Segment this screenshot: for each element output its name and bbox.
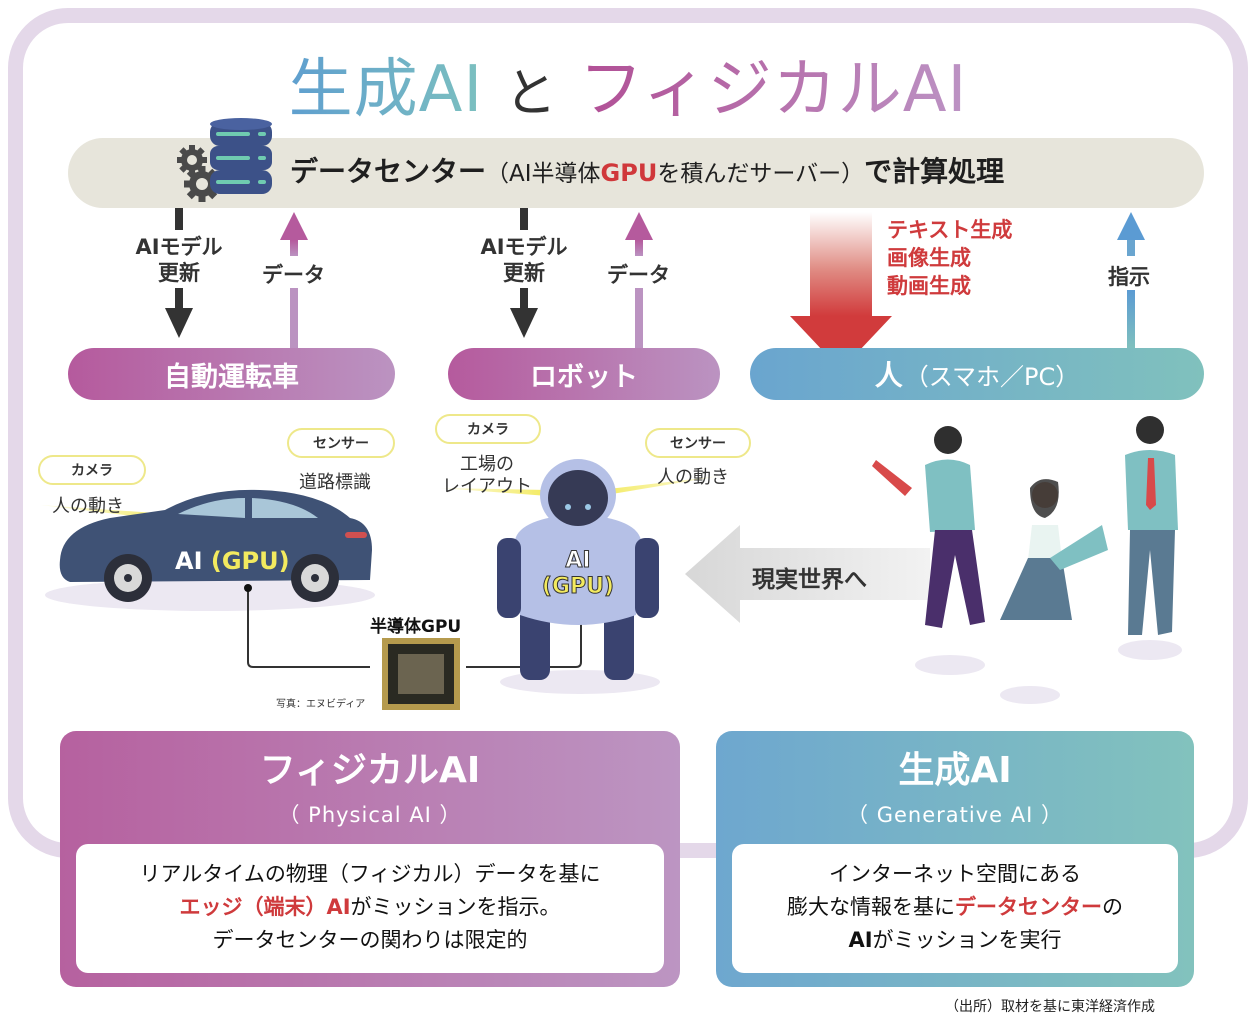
paren-open: （ [486, 161, 510, 187]
label-image-generation: 画像生成 [887, 246, 971, 270]
gpu-label: 半導体GPU [370, 617, 462, 637]
endpoint-autonomous-car: 自動運転車 [68, 348, 395, 400]
description-text: がミッションを実行 [872, 928, 1062, 952]
physical-ai-description: リアルタイムの物理（フィジカル）データを基に エッジ（端末）AIがミッションを指… [76, 844, 664, 973]
datacenter-suffix: で計算処理 [864, 155, 1005, 188]
sensor-beam-robot [600, 476, 720, 496]
datacenter-highlight: データセンター [955, 895, 1102, 919]
label-video-generation: 動画生成 [887, 274, 971, 298]
robot-chip-label: AI (GPU) [538, 548, 618, 600]
gpu-connectors [247, 588, 582, 668]
gpu-chip-icon [382, 638, 460, 710]
generative-ai-card: 生成AI （ Generative AI ） インターネット空間にある 膨大な情… [716, 731, 1194, 987]
robot-illustration [440, 459, 720, 694]
label-text-generation: テキスト生成 [887, 218, 1013, 242]
title-physical: フィジカルAI [578, 53, 968, 127]
endpoint-robot: ロボット [448, 348, 720, 400]
robot-sensor-bubble: センサー [645, 428, 751, 458]
target-line: レイアウト [442, 476, 532, 497]
car-chip-ai: AI [175, 547, 203, 575]
datacenter-label: データセンター（AI半導体GPUを積んだサーバー）で計算処理 [290, 150, 1004, 190]
page-title: 生成AI と フィジカルAI [0, 38, 1256, 130]
car-illustration [40, 489, 375, 611]
arrow-model-update-car [165, 208, 193, 338]
flow-arrows [165, 208, 1145, 370]
label-line: AIモデル [480, 235, 568, 259]
people-illustration [872, 416, 1182, 704]
photo-credit: 写真：エヌビディア [276, 699, 366, 710]
description-line: エッジ（端末）AIがミッションを指示。 [76, 891, 664, 924]
description-line: データセンターの関わりは限定的 [212, 928, 528, 952]
arrow-model-update-robot [510, 208, 538, 338]
datacenter-name: データセンター [290, 155, 487, 188]
generative-ai-title: 生成AI [898, 750, 1012, 791]
robot-camera-bubble: カメラ [435, 414, 541, 444]
label-generation-list: テキスト生成 画像生成 動画生成 [887, 216, 1012, 300]
car-chip-label: AI (GPU) [175, 547, 290, 575]
target-line: 工場の [460, 454, 514, 475]
description-line: インターネット空間にある [829, 862, 1081, 886]
human-label: 人 [874, 359, 903, 392]
real-world-label: 現実世界へ [752, 567, 867, 593]
robot-camera-target: 工場の レイアウト [442, 454, 532, 498]
title-connector: と [504, 64, 558, 124]
endpoint-human: 人（スマホ／PC） [750, 348, 1204, 400]
robot-chip-gpu: (GPU) [541, 574, 615, 600]
car-camera-target: 人の動き [52, 496, 124, 517]
description-line: AIがミッションを実行 [732, 924, 1178, 957]
generative-ai-subtitle: （ Generative AI ） [847, 803, 1063, 827]
car-gpu-dot [244, 584, 252, 592]
arrow-instruction-human [1117, 212, 1145, 350]
physical-ai-title: フィジカルAI [259, 750, 481, 791]
label-line: AIモデル [135, 235, 223, 259]
car-sensor-bubble: センサー [287, 428, 395, 458]
datacenter-desc-pre: AI半導体 [509, 161, 601, 187]
label-instruction: 指示 [1108, 265, 1150, 289]
arrow-data-robot [625, 212, 653, 350]
server-stack-icon [210, 118, 272, 194]
description-text: 膨大な情報を基に [787, 895, 955, 919]
title-generative: 生成AI [288, 53, 484, 127]
server-gears-icon [177, 118, 272, 202]
arrow-generation-human [790, 212, 892, 370]
label-line: 更新 [158, 261, 200, 285]
datacenter-desc-post: を積んだサーバー [657, 161, 842, 187]
paren-close: ） [841, 161, 865, 187]
gear-icon [177, 145, 220, 202]
robot-chip-ai: AI [565, 548, 591, 574]
car-sensor-target: 道路標識 [299, 472, 371, 493]
car-camera-bubble: カメラ [38, 455, 146, 485]
generative-ai-description: インターネット空間にある 膨大な情報を基にデータセンターの AIがミッションを実… [732, 844, 1178, 973]
car-chip-gpu: (GPU) [210, 547, 290, 575]
label-line: 更新 [503, 261, 545, 285]
robot-sensor-target: 人の動き [657, 467, 729, 488]
label-data-car: データ [262, 263, 325, 287]
real-world-arrow [685, 525, 930, 623]
physical-ai-subtitle: （ Physical AI ） [278, 803, 462, 827]
physical-ai-card: フィジカルAI （ Physical AI ） リアルタイムの物理（フィジカル）… [60, 731, 680, 987]
source-note: （出所）取材を基に東洋経済作成 [945, 999, 1155, 1015]
arrow-data-car [280, 212, 308, 350]
description-line: 膨大な情報を基にデータセンターの [732, 891, 1178, 924]
label-data-robot: データ [607, 263, 670, 287]
label-model-update-robot: AIモデル 更新 [475, 234, 573, 286]
illustrations [40, 416, 1182, 710]
ai-bold: AI [848, 928, 873, 952]
edge-ai-highlight: エッジ（端末）AI [179, 895, 351, 919]
description-line: リアルタイムの物理（フィジカル）データを基に [139, 862, 601, 886]
description-text: がミッションを指示。 [350, 895, 561, 919]
camera-beam-robot [440, 488, 548, 496]
datacenter-gpu: GPU [600, 159, 658, 187]
human-device-label: （スマホ／PC） [904, 362, 1080, 391]
label-model-update-car: AIモデル 更新 [130, 234, 228, 286]
description-text: の [1102, 895, 1123, 919]
